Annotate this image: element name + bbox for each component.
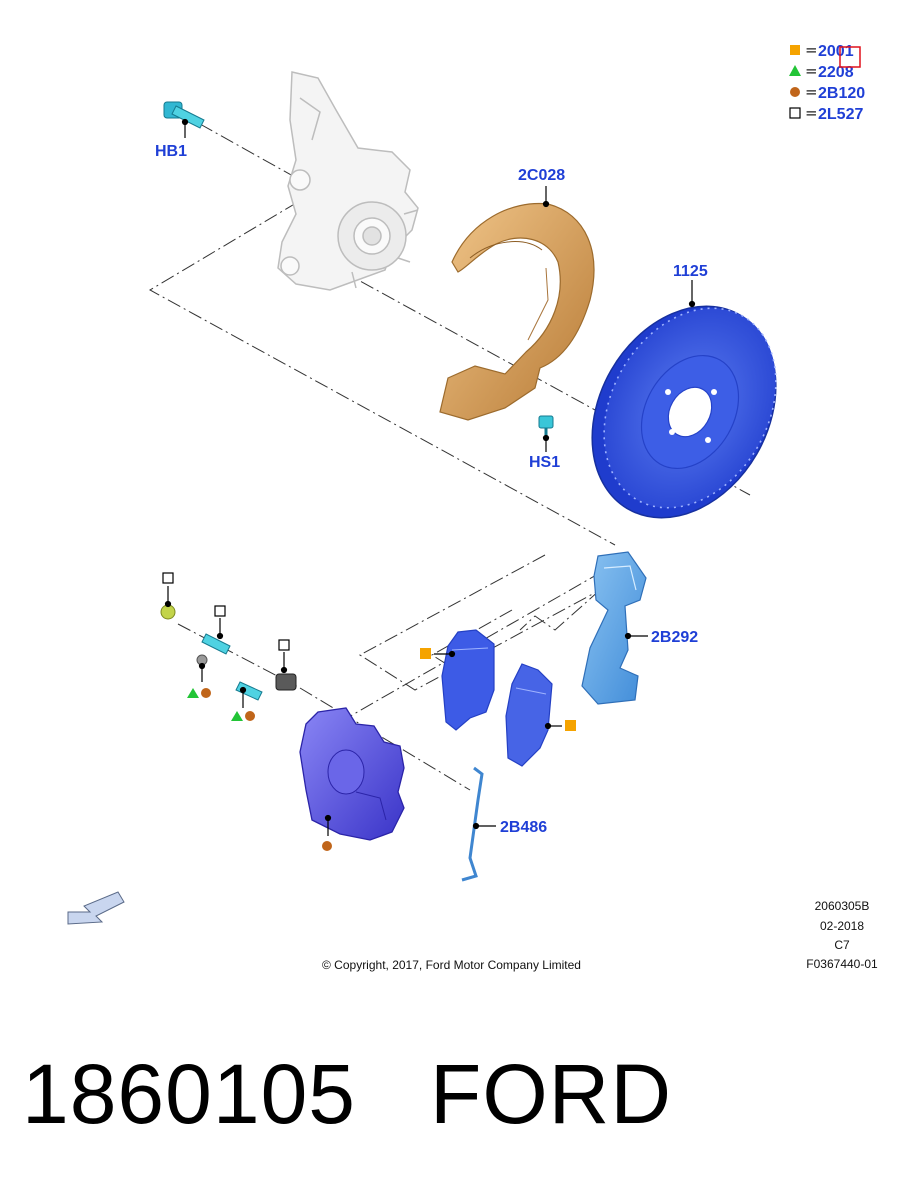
brake-rotor [591,305,777,519]
illustration-date: 02-2018 [820,919,864,933]
sealant-circle-icon [322,841,332,851]
callout-symbols [162,572,576,851]
callout-hs1: HS1 [529,454,560,471]
brake-pad-outer [505,663,553,767]
legend-equals: = [805,41,818,59]
legend-circle-icon [790,87,800,97]
hardware-square-outline-icon [162,572,174,584]
highlight-marker-icon [839,46,861,68]
guide-pin-boot [275,673,297,691]
legend-code-2: 2208 [818,64,854,81]
brake-caliper [299,707,405,841]
guide-pin-lower [235,681,263,701]
shield-screw [538,415,554,438]
direction-arrow-icon [67,891,125,925]
callout-2b486: 2B486 [500,819,547,836]
legend-square-outline-icon [789,107,801,119]
anti-rattle-clip [461,766,484,882]
legend-triangle-icon [789,65,801,76]
sealant-circle-icon [201,688,211,698]
illustration-revision: C7 [834,938,850,952]
guide-pin-upper [201,633,231,655]
legend-equals: = [805,104,818,122]
copyright-notice: © Copyright, 2017, Ford Motor Company Li… [322,958,581,972]
grease-square-icon [565,720,576,731]
part-number: 1860105 [22,1047,357,1141]
callout-2b292: 2B292 [651,629,698,646]
caliper-bracket [581,551,647,705]
legend: = 2001 = 2208 = 2B120 = 2L527 [789,41,865,123]
exploded-brake-diagram: HB1 2C028 1125 HS1 2B292 2B486 = 2001 = … [67,41,878,972]
legend-code-1: 2001 [818,43,854,60]
brake-pad-inner [441,629,495,731]
legend-square-icon [790,45,800,55]
illustration-code: 2060305B [815,899,870,913]
legend-code-3: 2B120 [818,85,865,102]
callout-1125: 1125 [673,263,708,280]
lubricant-triangle-icon [187,688,199,698]
callout-2c028: 2C028 [518,167,565,184]
leader-lines [164,118,696,836]
hardware-square-outline-icon [214,605,226,617]
callout-hb1: HB1 [155,143,187,160]
grease-square-icon [420,648,431,659]
dust-shield [439,202,595,421]
legend-equals: = [805,83,818,101]
brand-name: FORD [430,1047,673,1141]
hub-bolt [163,101,205,129]
sealant-circle-icon [245,711,255,721]
legend-code-4: 2L527 [818,106,863,123]
hardware-square-outline-icon [278,639,290,651]
illustration-reference: F0367440-01 [806,957,878,971]
legend-equals: = [805,62,818,80]
steering-knuckle [277,71,419,291]
lubricant-triangle-icon [231,711,243,721]
